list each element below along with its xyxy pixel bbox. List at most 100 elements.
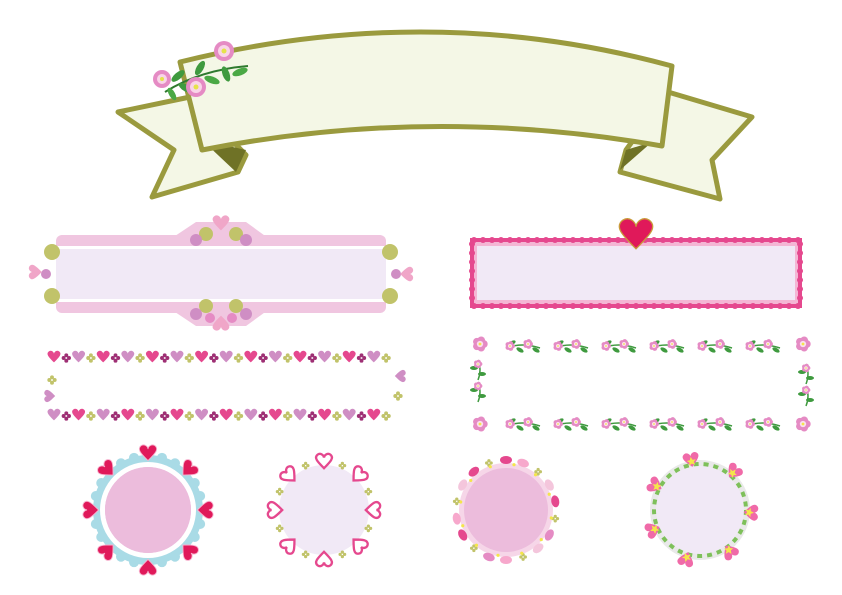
- heart-icon: [195, 408, 209, 421]
- clover-icon: [364, 487, 373, 496]
- wreath-center: [464, 468, 548, 552]
- flower-icon: [715, 339, 725, 349]
- star-flower-icon: [643, 519, 663, 540]
- petal-icon: [500, 456, 512, 464]
- petal-icon: [458, 479, 468, 491]
- petal-icon: [129, 452, 140, 463]
- wreath-crimson-hearts: [82, 444, 214, 576]
- clover-icon: [47, 375, 57, 385]
- star-flower-icon: [682, 451, 701, 469]
- heart-icon: [170, 350, 184, 363]
- flower-icon: [619, 339, 629, 349]
- clover-icon: [307, 411, 317, 421]
- petal-icon: [189, 532, 200, 542]
- heart-icon: [170, 408, 184, 421]
- star-flower-icon: [743, 504, 759, 521]
- wreath-star-flowers: [643, 451, 759, 569]
- clover-icon: [393, 391, 403, 401]
- petal-icon: [156, 557, 167, 568]
- clover-icon: [283, 353, 293, 363]
- clover-icon: [233, 353, 244, 363]
- flower-icon: [667, 339, 677, 349]
- heart-icon: [28, 264, 42, 280]
- clover-icon: [258, 353, 268, 363]
- star-flower-icon: [645, 475, 666, 497]
- frame-flower-vines: [470, 336, 814, 432]
- flower-icon: [802, 385, 811, 395]
- heart-icon: [145, 408, 159, 421]
- flower-icon: [601, 419, 611, 429]
- flower-icon: [571, 417, 581, 427]
- petal-icon: [195, 518, 206, 529]
- petal-icon: [170, 551, 180, 562]
- rose-sprig-icon: [153, 41, 249, 101]
- flower-icon: [553, 419, 563, 429]
- clover-icon: [381, 353, 391, 363]
- petal-icon: [544, 529, 554, 541]
- flower-icon: [523, 417, 533, 427]
- clover-icon: [332, 411, 342, 421]
- petal-icon: [544, 479, 554, 491]
- heart-icon: [268, 350, 282, 363]
- flower-icon: [802, 363, 811, 373]
- flower-icon: [697, 341, 707, 351]
- flower-icon: [473, 416, 488, 432]
- heart-icon: [268, 408, 282, 421]
- heart-icon: [96, 350, 110, 363]
- flower-icon: [745, 419, 755, 429]
- heart-icon: [219, 408, 233, 421]
- clover-icon: [534, 467, 543, 476]
- star-flower-icon: [722, 461, 745, 483]
- clover-icon: [110, 353, 121, 363]
- petal-icon: [517, 458, 529, 468]
- lattice-frame-panel: [56, 248, 386, 300]
- clover-icon: [135, 411, 145, 421]
- clover-icon: [184, 411, 194, 421]
- scallop-frame-panel: [477, 246, 795, 300]
- flower-icon: [745, 341, 755, 351]
- flower-icon: [796, 336, 811, 352]
- petal-icon: [96, 532, 107, 542]
- clover-icon: [209, 411, 219, 421]
- clover-icon: [364, 524, 373, 533]
- wreath-outline-hearts: [266, 452, 382, 568]
- petal-icon: [116, 458, 126, 469]
- heart-icon: [72, 408, 86, 421]
- clover-icon: [307, 353, 317, 363]
- flower-icon: [601, 341, 611, 351]
- clover-icon: [485, 459, 493, 467]
- flower-icon: [796, 416, 811, 432]
- heart-icon: [219, 350, 233, 363]
- heart-icon: [293, 350, 307, 363]
- heart-icon: [121, 350, 135, 363]
- clover-icon: [283, 411, 293, 421]
- heart-icon: [342, 350, 356, 363]
- petal-icon: [500, 556, 512, 564]
- flower-icon: [474, 381, 483, 391]
- clover-icon: [110, 411, 121, 421]
- flower-icon: [619, 417, 629, 427]
- petal-icon: [189, 478, 200, 488]
- heart-icon: [96, 408, 110, 421]
- petal-icon: [468, 466, 480, 477]
- flower-icon: [571, 339, 581, 349]
- wreath-center: [279, 465, 369, 555]
- petal-icon: [170, 458, 180, 469]
- flower-icon: [553, 341, 563, 351]
- heart-icon: [244, 350, 258, 363]
- clover-icon: [469, 544, 478, 553]
- wreath-pink-petals: [452, 456, 560, 564]
- flower-icon: [667, 417, 677, 427]
- petal-icon: [90, 518, 101, 529]
- heart-icon: [394, 369, 406, 383]
- petal-icon: [129, 557, 140, 568]
- clover-icon: [356, 353, 367, 363]
- flower-icon: [697, 419, 707, 429]
- clover-icon: [86, 411, 96, 421]
- petal-icon: [483, 552, 495, 562]
- flower-icon: [649, 419, 659, 429]
- petal-icon: [551, 495, 560, 508]
- heart-icon: [195, 350, 209, 363]
- frame-heart-dots: [44, 350, 406, 421]
